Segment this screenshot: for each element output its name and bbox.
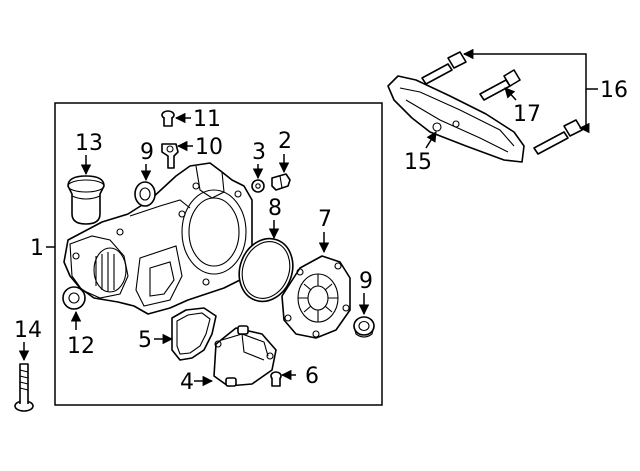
callout-3: 3 — [252, 140, 266, 165]
gasket-ring-8[interactable] — [231, 231, 302, 309]
callout-10: 10 — [195, 135, 223, 160]
bolt-16-upper[interactable] — [421, 51, 467, 85]
control-module-4[interactable] — [213, 325, 277, 387]
callout-2: 2 — [278, 129, 292, 154]
bolt-17[interactable] — [479, 69, 521, 101]
seal-9-upper[interactable] — [134, 181, 156, 207]
seal-9-lower[interactable] — [353, 316, 375, 338]
callout-9-upper: 9 — [140, 140, 154, 165]
callout-17: 17 — [513, 102, 541, 127]
callout-1: 1 — [30, 236, 44, 261]
valve-10[interactable] — [161, 143, 179, 169]
assembly-box — [54, 102, 383, 406]
leader-lines — [18, 48, 598, 387]
seal-12[interactable] — [62, 286, 86, 310]
callout-4: 4 — [180, 370, 194, 395]
callout-7: 7 — [318, 207, 332, 232]
mount-bracket-15[interactable] — [387, 75, 525, 163]
plug-11[interactable] — [161, 110, 175, 127]
plug-6[interactable] — [270, 371, 282, 387]
differential-housing[interactable] — [63, 162, 253, 315]
bolt-16-lower[interactable] — [533, 119, 583, 155]
callout-16: 16 — [600, 78, 628, 103]
long-bolt-14[interactable] — [14, 363, 34, 412]
callout-6: 6 — [305, 364, 319, 389]
callout-9-lower: 9 — [359, 269, 373, 294]
cover-gasket-5[interactable] — [171, 307, 217, 361]
callout-8: 8 — [268, 196, 282, 221]
rear-cover-7[interactable] — [281, 255, 351, 339]
drain-plug-2[interactable] — [271, 173, 291, 191]
callout-5: 5 — [138, 328, 152, 353]
callout-11: 11 — [193, 107, 221, 132]
washer-3[interactable] — [251, 179, 265, 193]
callout-labels: 1 2 3 4 5 6 7 8 9 9 10 11 12 13 14 15 16… — [14, 78, 628, 395]
callout-12: 12 — [67, 334, 95, 359]
bushing-13[interactable] — [67, 175, 105, 225]
callout-14: 14 — [14, 318, 42, 343]
callout-13: 13 — [75, 131, 103, 156]
callout-15: 15 — [404, 150, 432, 175]
